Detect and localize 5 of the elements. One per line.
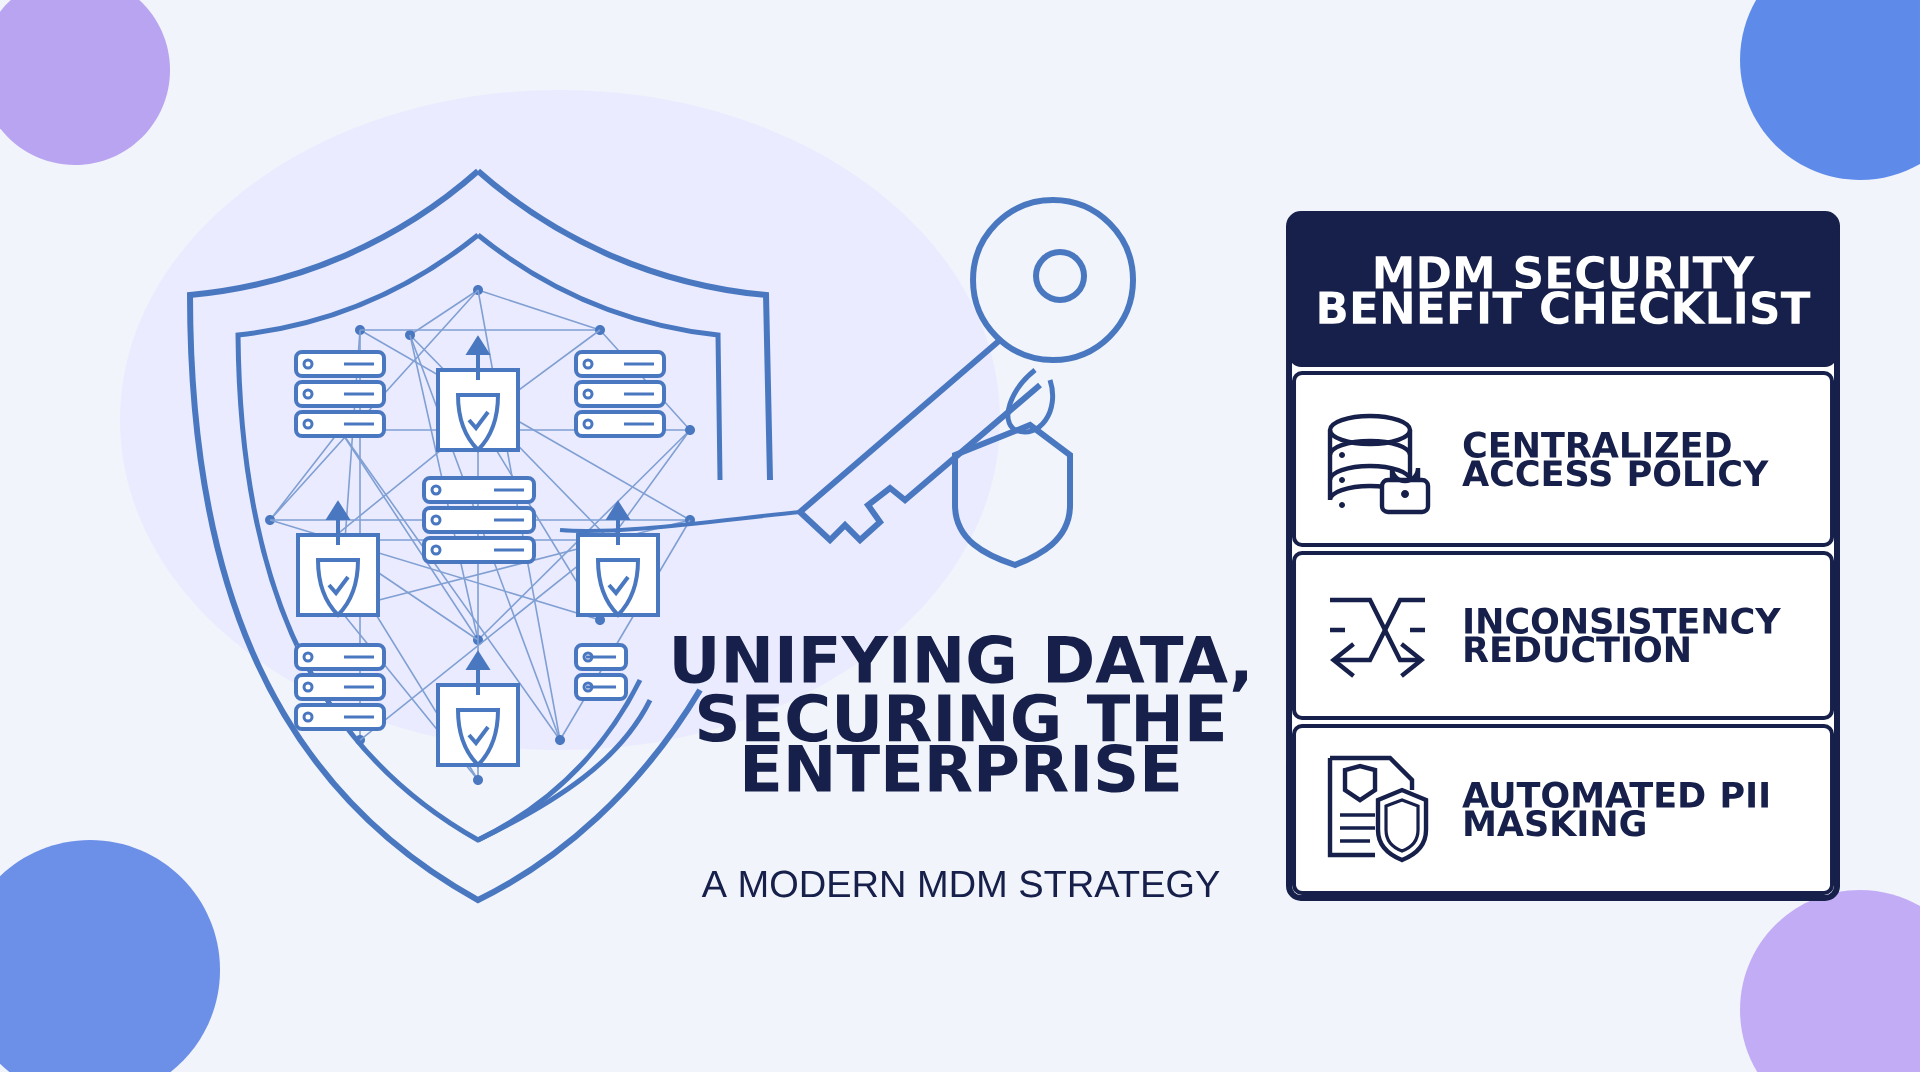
checklist-item: CENTRALIZED ACCESS POLICY bbox=[1292, 371, 1834, 547]
checklist-item: AUTOMATED PII MASKING bbox=[1292, 724, 1834, 895]
checklist-item: INCONSISTENCY REDUCTION bbox=[1292, 551, 1834, 720]
subtitle: A MODERN MDM STRATEGY bbox=[701, 870, 1220, 898]
title: UNIFYING DATA, SECURING THE ENTERPRISE bbox=[674, 635, 1247, 793]
